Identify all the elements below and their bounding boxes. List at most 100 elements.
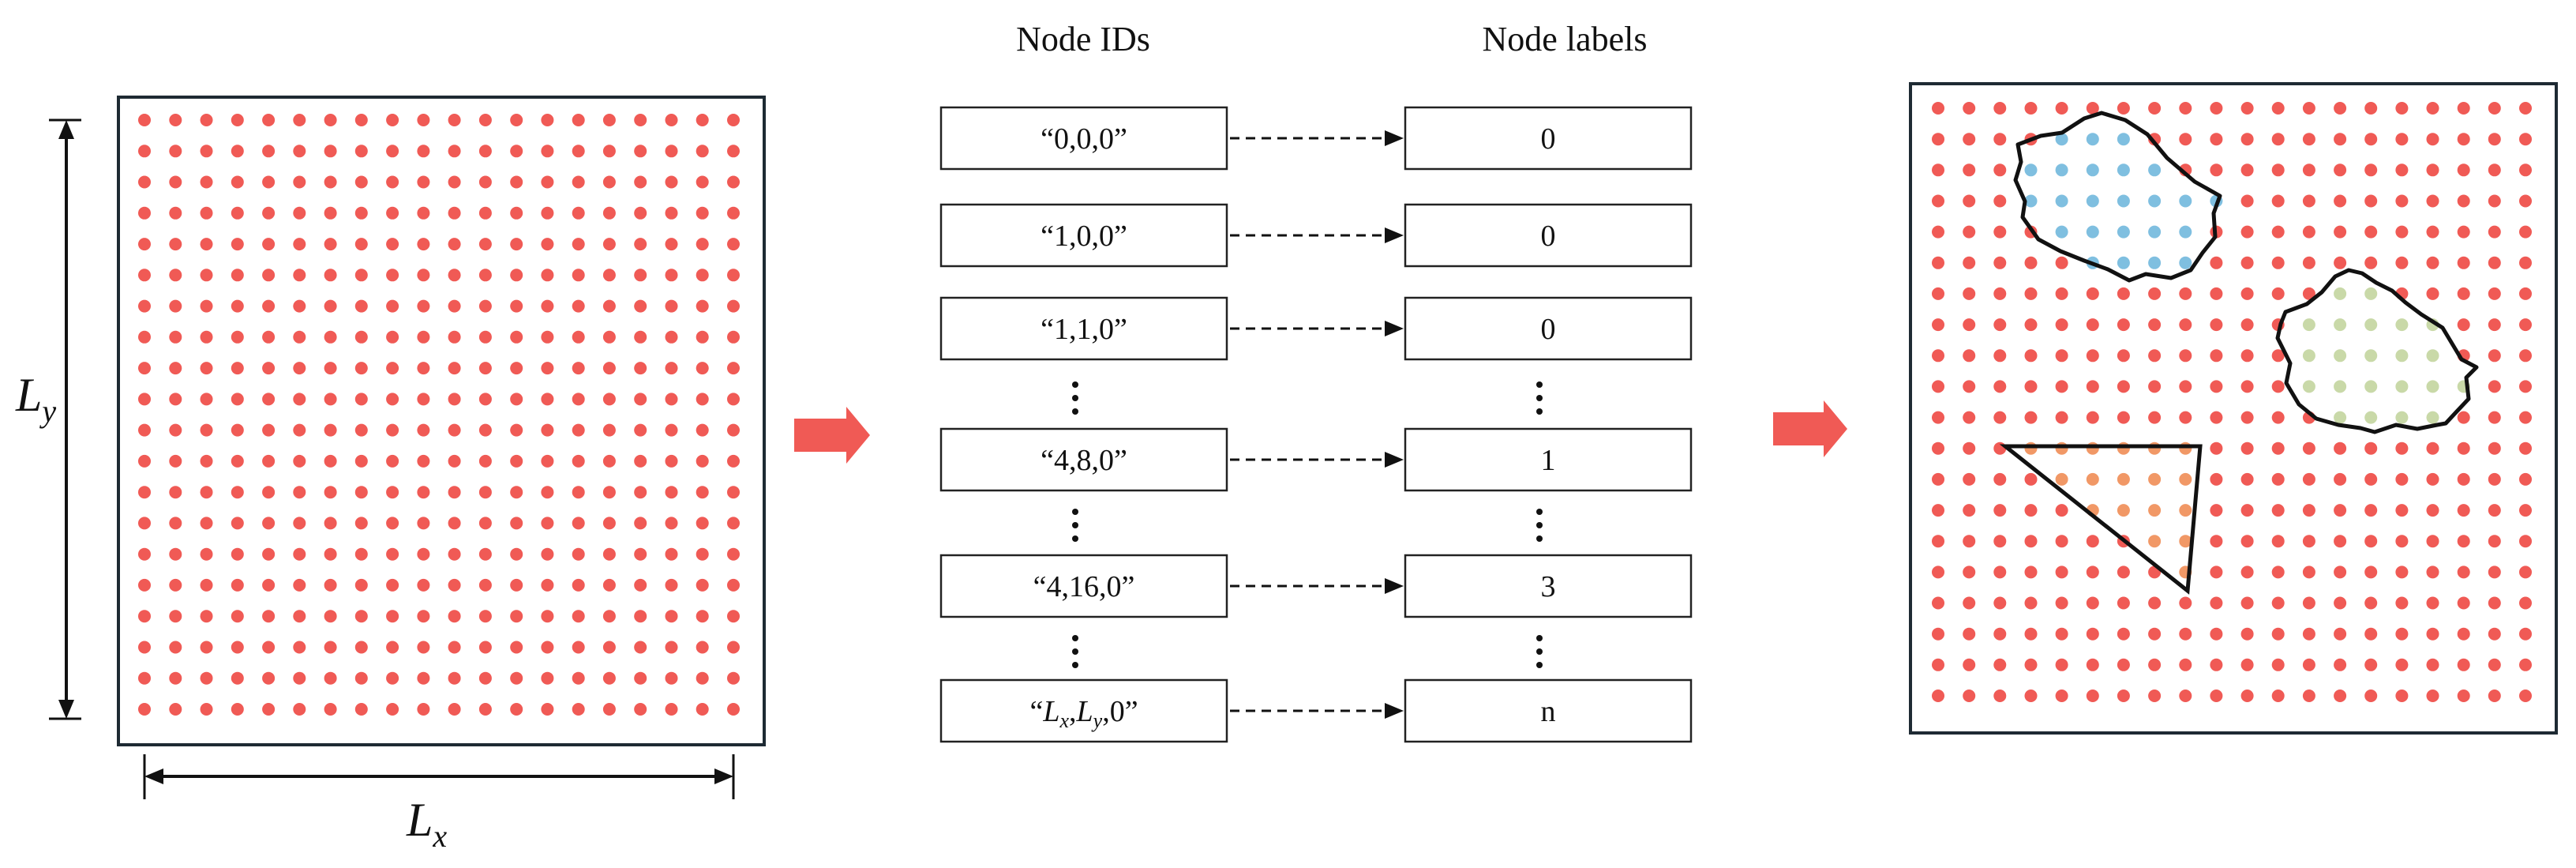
node-id-box [939, 427, 1228, 492]
grid-node [2364, 287, 2378, 300]
grid-node [354, 175, 368, 189]
grid-node [2024, 380, 2038, 393]
grid-node [2364, 225, 2378, 239]
grid-node [602, 175, 616, 189]
grid-node [138, 175, 151, 189]
grid-node [169, 454, 182, 468]
grid-node [2519, 287, 2532, 300]
grid-node [2302, 102, 2315, 115]
grid-node [354, 486, 368, 499]
grid-node [2457, 627, 2470, 641]
grid-node [2117, 194, 2130, 208]
grid-node [324, 547, 337, 561]
grid-node [1963, 380, 1976, 393]
grid-node [2024, 256, 2038, 269]
grid-node [634, 578, 647, 592]
grid-node [138, 641, 151, 654]
grid-node [417, 703, 430, 716]
grid-node [2210, 690, 2223, 702]
grid-node [665, 175, 678, 189]
grid-node [2271, 287, 2285, 300]
grid-node [2117, 411, 2130, 424]
grid-node [572, 238, 585, 251]
grid-node [2024, 163, 2038, 177]
grid-node [2179, 690, 2192, 702]
grid-node [324, 486, 337, 499]
grid-node [634, 362, 647, 375]
grid-node [2364, 690, 2378, 702]
mapping-row: “0,0,0” 0 [939, 106, 1693, 171]
grid-node [2334, 411, 2347, 424]
grid-node [665, 671, 678, 685]
grid-node [2488, 194, 2501, 208]
grid-node [2519, 658, 2532, 671]
grid-node [2148, 535, 2162, 548]
grid-node [541, 299, 554, 313]
grid-node [2488, 504, 2501, 517]
grid-node [2117, 287, 2130, 300]
grid-node [138, 486, 151, 499]
grid-node [293, 206, 306, 220]
grid-node [2271, 690, 2285, 702]
grid-node [510, 362, 523, 375]
grid-node [2024, 411, 2038, 424]
grid-node [354, 610, 368, 623]
grid-node [2024, 102, 2038, 115]
grid-node [2179, 349, 2192, 363]
grid-node [1932, 133, 1944, 146]
grid-node [2055, 225, 2068, 239]
ly-label: Ly [15, 369, 56, 429]
grid-node [2148, 318, 2162, 332]
grid-node [2055, 102, 2068, 115]
grid-node [1932, 194, 1944, 208]
grid-node [2271, 411, 2285, 424]
grid-node [2024, 690, 2038, 702]
grid-node [2302, 256, 2315, 269]
node-label-box [1404, 203, 1693, 268]
grid-node [386, 145, 399, 158]
grid-node [2210, 596, 2223, 610]
grid-node [1932, 566, 1944, 579]
grid-node [2086, 133, 2099, 146]
grid-node [2488, 102, 2501, 115]
grid-node [2395, 380, 2409, 393]
grid-node [572, 362, 585, 375]
grid-node [169, 393, 182, 406]
grid-node [2024, 349, 2038, 363]
region-orange-outline [1999, 444, 2203, 595]
grid-node [510, 175, 523, 189]
grid-node [602, 330, 616, 344]
grid-node [478, 547, 492, 561]
grid-node [417, 206, 430, 220]
grid-node [665, 206, 678, 220]
grid-node [696, 238, 709, 251]
grid-node [200, 423, 213, 437]
grid-node [262, 362, 276, 375]
grid-node [231, 517, 244, 530]
grid-node [138, 114, 151, 126]
grid-node [2210, 318, 2223, 332]
grid-node [2395, 535, 2409, 548]
grid-node [2240, 133, 2254, 146]
grid-node [2457, 318, 2470, 332]
grid-node [1993, 349, 2007, 363]
grid-node [2488, 472, 2501, 486]
grid-node [293, 671, 306, 685]
grid-node [2086, 318, 2099, 332]
grid-node [2086, 225, 2099, 239]
grid-node [169, 610, 182, 623]
grid-node [138, 269, 151, 282]
grid-node [169, 578, 182, 592]
grid-node [2519, 535, 2532, 548]
grid-node [293, 114, 306, 126]
grid-node [354, 578, 368, 592]
grid-node [231, 269, 244, 282]
lx-label-sub: x [432, 818, 447, 854]
grid-node [1963, 133, 1976, 146]
grid-node [2334, 380, 2347, 393]
grid-node [448, 423, 461, 437]
grid-node [2364, 380, 2378, 393]
grid-node [1932, 658, 1944, 671]
grid-node [293, 486, 306, 499]
grid-node [2334, 349, 2347, 363]
